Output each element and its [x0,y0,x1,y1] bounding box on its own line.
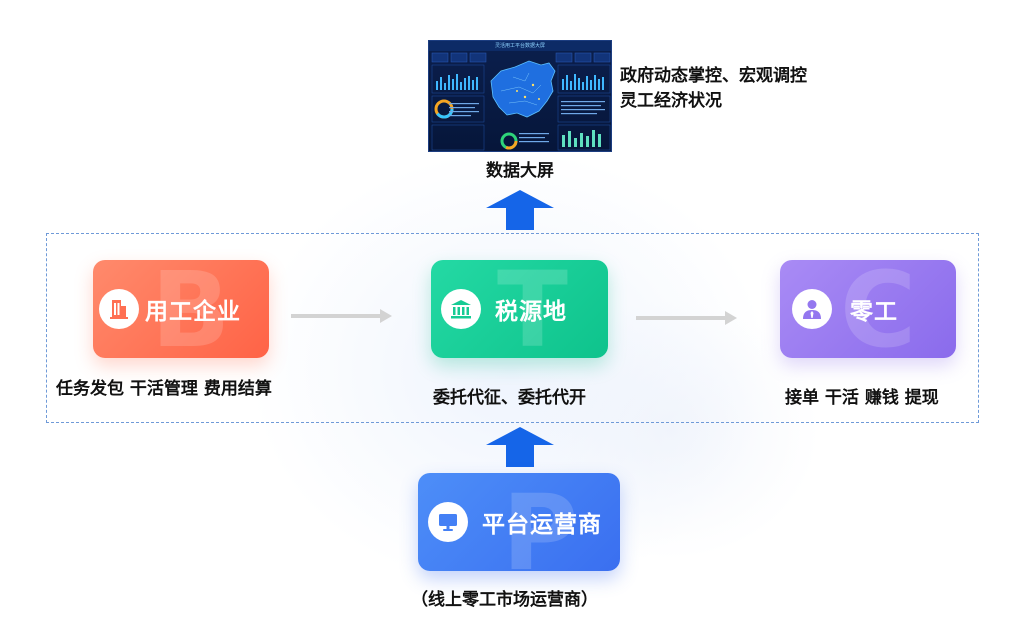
flow-arrow-right-icon [380,309,392,323]
flow-arrow-line [291,314,381,318]
enterprise-letter: B [151,260,231,358]
up-arrow-to-screen-icon [486,190,554,230]
government-description-line2: 灵工经济状况 [620,91,722,111]
flow-arrow-line [636,316,726,320]
government-description-line1: 政府动态掌控、宏观调控 [620,66,807,86]
tax-source-node: T 税源地 [431,260,608,358]
up-arrow-from-platform-icon [486,427,554,467]
gig-worker-label: 零工 [850,299,898,325]
tax-source-label: 税源地 [495,299,567,325]
data-screen-thumbnail: 灵活用工平台数据大屏 [428,40,612,152]
flow-arrow-right-icon [725,311,737,325]
tax-source-caption: 委托代征、委托代开 [433,388,586,408]
enterprise-label: 用工企业 [145,299,241,325]
gig-worker-node: C 零工 [780,260,956,358]
building-icon [99,289,139,329]
platform-letter: P [502,473,579,571]
tax-source-letter: T [497,260,568,358]
gig-worker-letter: C [840,260,917,358]
platform-operator-caption: （线上零工市场运营商） [411,590,598,610]
bank-icon [441,289,481,329]
data-screen-caption: 数据大屏 [486,161,554,181]
monitor-icon [428,502,468,542]
platform-operator-label: 平台运营商 [482,512,602,538]
government-description: 政府动态掌控、宏观调控 灵工经济状况 [620,64,807,114]
dashboard-graphics [429,41,611,151]
dashboard-title: 灵活用工平台数据大屏 [494,43,545,49]
platform-operator-node: P 平台运营商 [418,473,620,571]
flow-frame [46,233,979,423]
gig-worker-caption: 接单 干活 赚钱 提现 [785,388,939,408]
enterprise-node: B 用工企业 [93,260,269,358]
enterprise-caption: 任务发包 干活管理 费用结算 [56,379,272,399]
worker-icon [792,289,832,329]
